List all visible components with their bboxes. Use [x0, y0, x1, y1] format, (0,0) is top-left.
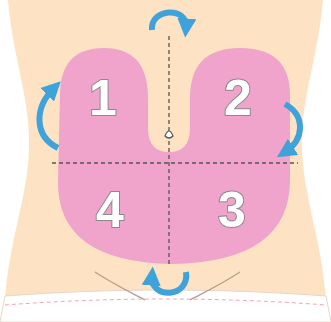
navel: [165, 131, 173, 138]
groin-line: [95, 272, 145, 300]
rotation-arrow: [152, 272, 186, 293]
rotation-arrow: [39, 88, 58, 148]
callout-number: 4: [85, 185, 135, 235]
vertical-divider: [168, 36, 169, 266]
callout-number: 1: [78, 73, 128, 123]
callout-number: 2: [213, 73, 263, 123]
horizontal-divider: [52, 162, 298, 163]
torso-skin: [5, 0, 326, 300]
rotation-arrow: [152, 12, 186, 30]
callout-number: 3: [207, 185, 257, 235]
groin-line: [190, 272, 240, 300]
waistband-seam: [5, 299, 326, 305]
injection-zone: [58, 48, 290, 264]
rotation-arrow: [285, 104, 300, 152]
